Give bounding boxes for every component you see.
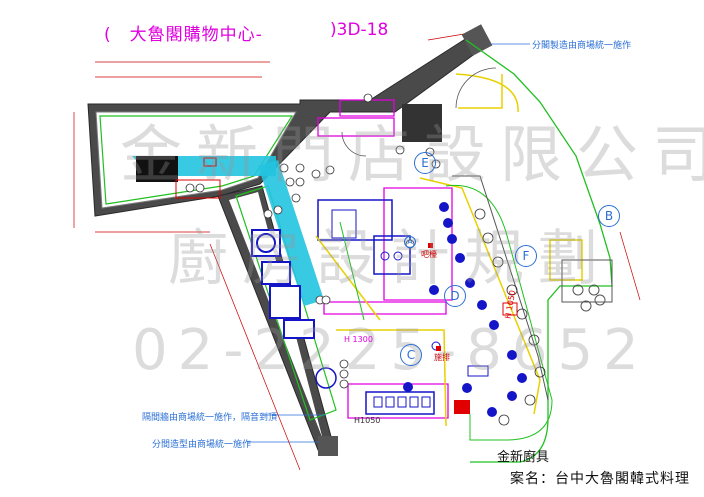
cooking-line [251,229,315,339]
drawing-code: )3D-18 [330,20,389,40]
zone-b-marker: B [598,205,620,227]
note-partition-wall: 隔間牆由商場統一施作，隔音到頂 [142,413,278,423]
column-top [461,24,493,56]
dimension-lines [73,32,641,301]
zone-d-marker: D [444,285,466,307]
bar-counter-label: 吧檯 [421,250,437,259]
door-arcs [341,67,497,157]
zone-a-marker: A [404,236,416,248]
aqua-counter-diagonal [258,160,324,306]
black-equipment [136,156,178,182]
watermark-service: 廚房設計規劃 [168,224,612,294]
note-top-right: 分閣製造由商場統一施作 [532,41,632,51]
note-partition-shape: 分間造型由商場統一施作 [152,440,252,450]
drain-marker [436,346,441,351]
watermark-phone: 02-2225-8652 [132,318,649,383]
seating-boundary [465,39,613,463]
zone-e-marker: E [414,152,436,174]
kitchen-boundary-green [99,115,294,205]
drawing-title: ( 大魯閣購物中心- [104,25,263,45]
company-name: 金新廚具 [497,450,550,465]
column-bottom [318,436,338,456]
bar-marker [428,243,433,248]
case-name: 案名：台中大魯閣韓式料理 [510,471,690,487]
pillar [402,104,442,142]
counter-edge [452,175,549,401]
room-b [549,239,613,312]
hood-height-label-3: H1050 [354,416,381,425]
drain-label: 施排 [434,353,450,362]
prep-boundary-green [235,185,337,421]
central-island [315,199,411,321]
bottom-counter [315,341,470,415]
leader-lines [248,43,530,443]
zone-c-marker: C [400,344,422,366]
red-details [175,157,518,377]
counter-curve [445,184,553,441]
diagonal-dimension [209,243,301,471]
watermark-company: 金新門店設限公司 [120,118,704,191]
seats [403,202,527,417]
yellow-outlines [336,73,541,427]
outer-stools [474,208,546,426]
hood-height-label: H 1300 [344,335,373,344]
zone-f-marker: F [515,245,537,267]
